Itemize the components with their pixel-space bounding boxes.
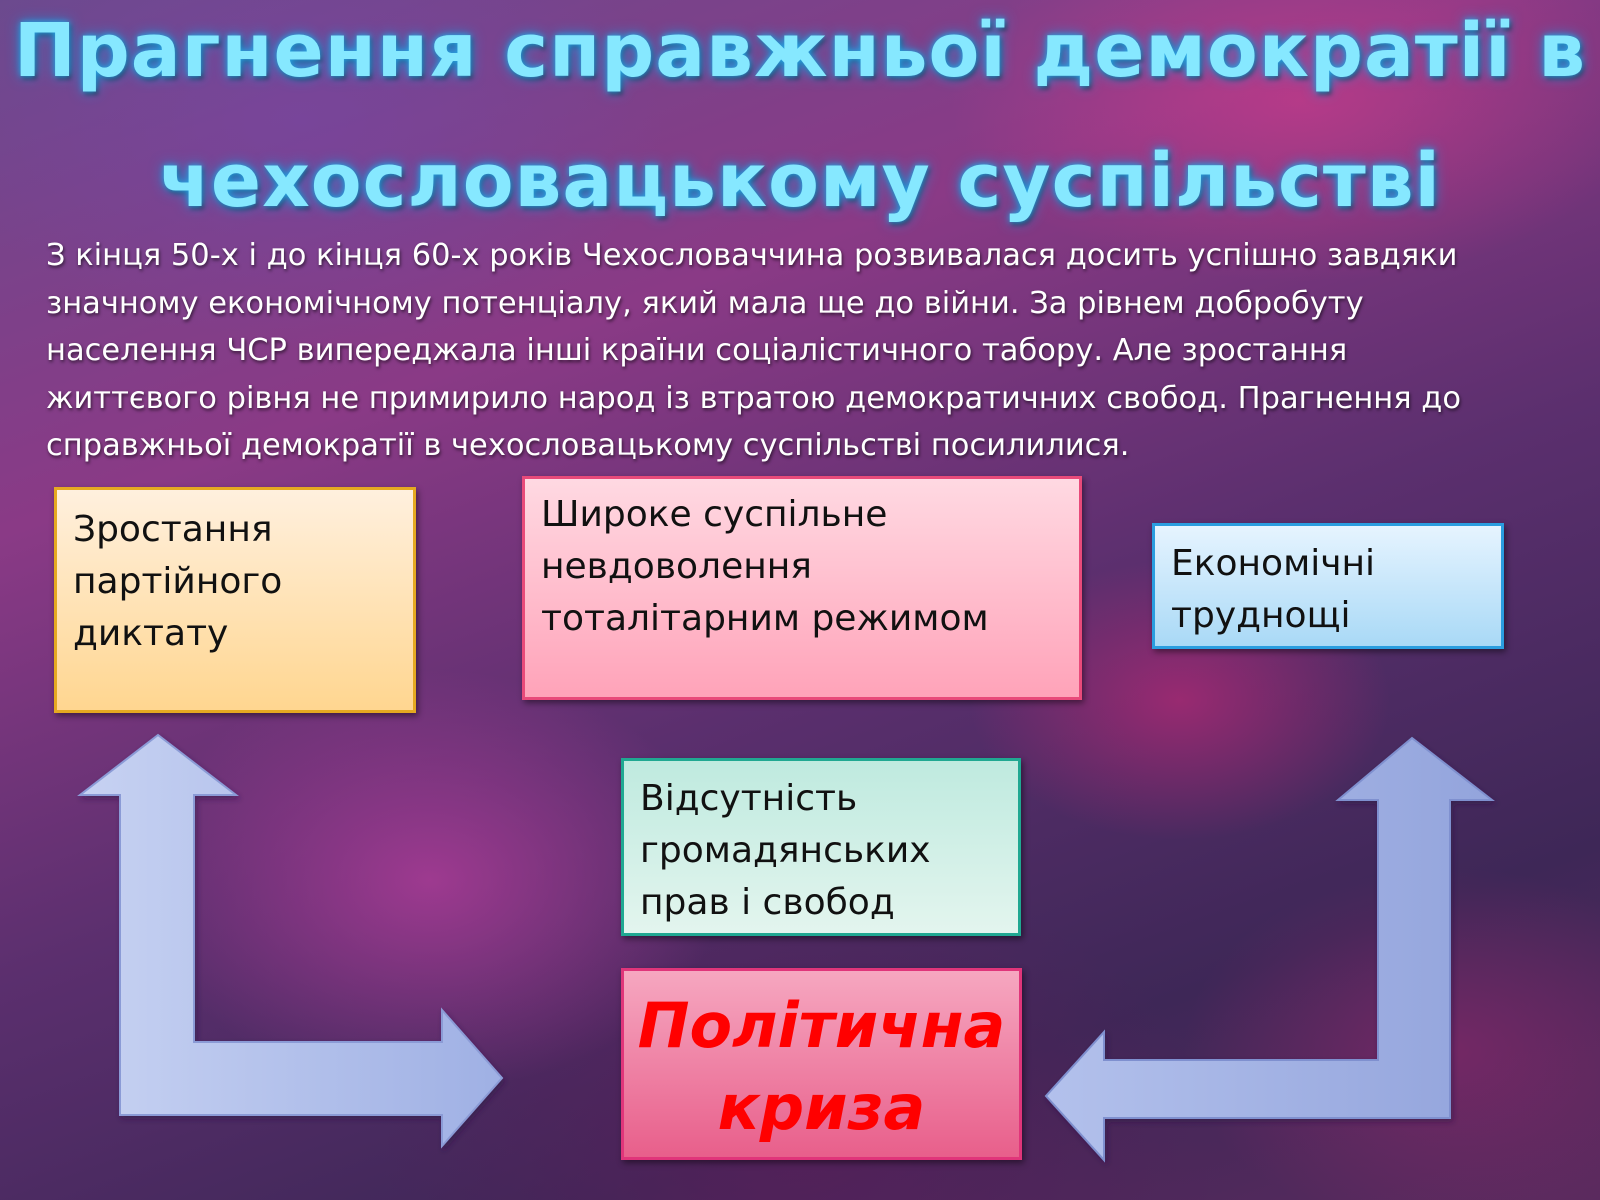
intro-line: З кінця 50-х і до кінця 60-х років Чехос… bbox=[46, 238, 1458, 273]
box-line: прав і свобод bbox=[640, 882, 895, 923]
box-line: громадянських bbox=[640, 830, 931, 871]
intro-line: населення ЧСР випереджала інші країни со… bbox=[46, 333, 1348, 368]
intro-line: життєвого рівня не примирило народ із вт… bbox=[46, 380, 1462, 416]
intro-line: справжньої демократії в чехословацькому … bbox=[46, 428, 1130, 463]
box-line: партійного bbox=[73, 561, 283, 602]
party-dictate-box: Зростання партійного диктату bbox=[54, 487, 416, 713]
box-line: труднощі bbox=[1171, 595, 1351, 636]
lack-of-rights-box: Відсутність громадянських прав і свобод bbox=[621, 758, 1021, 936]
public-discontent-box: Широке суспільне невдоволення тоталітарн… bbox=[522, 476, 1082, 700]
box-line: тоталітарним режимом bbox=[541, 598, 989, 639]
box-line: невдоволення bbox=[541, 546, 812, 587]
crisis-line: Політична bbox=[637, 989, 1006, 1062]
economic-difficulties-box: Економічні труднощі bbox=[1152, 523, 1504, 649]
crisis-line: криза bbox=[717, 1071, 926, 1144]
slide-title-line-2: чехословацькому суспільстві bbox=[159, 138, 1441, 224]
right-bent-arrow bbox=[1044, 736, 1495, 1163]
left-bent-arrow bbox=[77, 733, 504, 1149]
intro-paragraph: З кінця 50-х і до кінця 60-х років Чехос… bbox=[46, 232, 1566, 470]
political-crisis-box: Політична криза bbox=[621, 968, 1022, 1160]
slide-title-line-1: Прагнення справжньої демократії в bbox=[13, 8, 1587, 94]
intro-line: значному економічному потенціалу, який м… bbox=[46, 285, 1364, 321]
box-line: Широке суспільне bbox=[541, 494, 888, 535]
box-line: Економічні bbox=[1171, 543, 1376, 584]
box-line: диктату bbox=[73, 613, 229, 654]
box-line: Відсутність bbox=[640, 778, 858, 819]
box-line: Зростання bbox=[73, 509, 273, 550]
